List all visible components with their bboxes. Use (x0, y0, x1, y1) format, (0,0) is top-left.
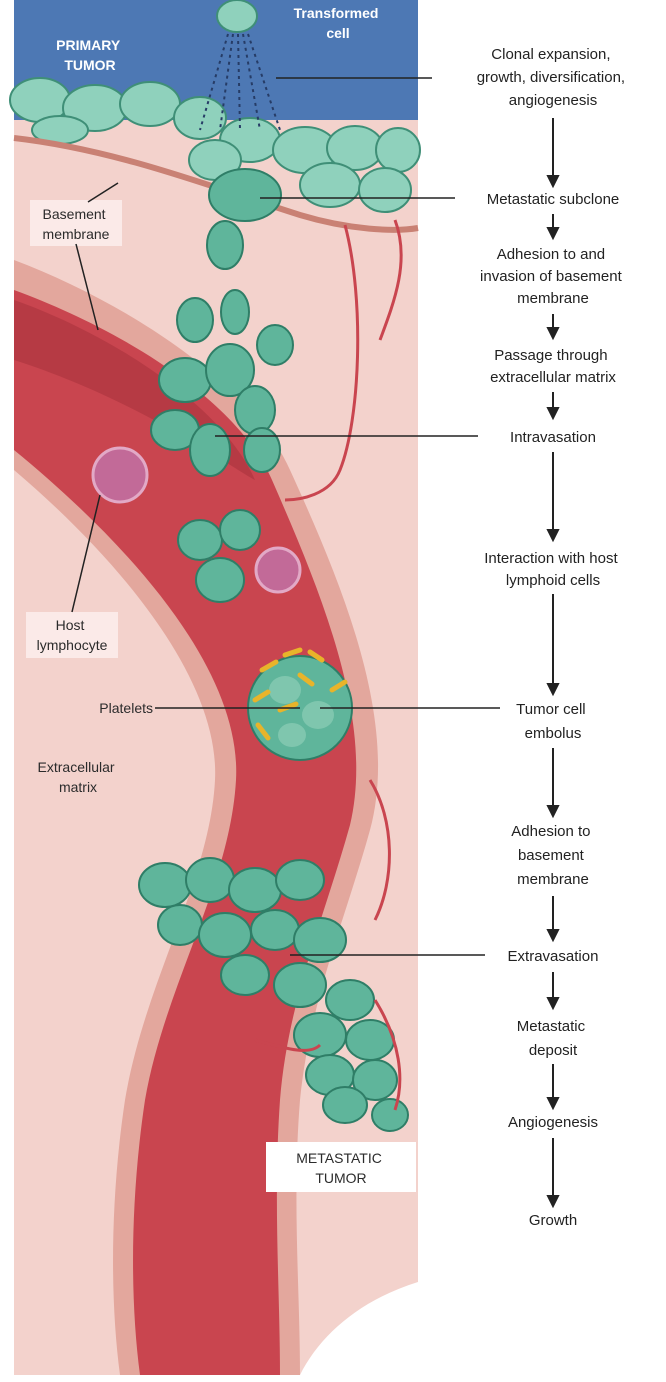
step-extravasation: Extravasation (508, 948, 599, 965)
label-host-lymphocyte-line-2: lymphocyte (37, 637, 108, 653)
step-metastatic-deposit-line-1: Metastatic (517, 1018, 586, 1035)
step-adhesion-basement: Adhesion to basement membrane (511, 823, 594, 888)
label-primary-tumor-line-1: PRIMARY (56, 37, 121, 53)
label-transformed-cell-line-1: Transformed (294, 5, 379, 21)
host-lymphocyte-cell-2 (256, 548, 300, 592)
step-tumor-cell-embolus-line-2: embolus (525, 725, 582, 742)
step-passage-ecm: Passage through extracellular matrix (490, 347, 616, 386)
label-extracellular-matrix-line-2: matrix (59, 779, 97, 795)
step-clonal-expansion-line-3: angiogenesis (509, 92, 597, 109)
step-metastatic-deposit: Metastatic deposit (517, 1018, 590, 1059)
step-intravasation: Intravasation (510, 429, 596, 446)
step-clonal-expansion: Clonal expansion, growth, diversificatio… (477, 46, 630, 109)
step-adhesion-basement-line-3: membrane (517, 871, 589, 888)
step-tumor-cell-embolus-line-1: Tumor cell (516, 701, 585, 718)
transformed-cell (217, 0, 257, 32)
step-interaction-lymphoid-line-1: Interaction with host (484, 550, 618, 567)
label-platelets-line-1: Platelets (99, 700, 153, 716)
step-metastatic-subclone: Metastatic subclone (487, 191, 620, 208)
step-adhesion-invasion: Adhesion to and invasion of basement mem… (480, 246, 626, 307)
label-basement-membrane-line-1: Basement (43, 206, 106, 222)
step-angiogenesis-line-1: Angiogenesis (508, 1114, 598, 1131)
label-metastatic-tumor-line-1: METASTATIC (296, 1150, 382, 1166)
step-passage-ecm-line-2: extracellular matrix (490, 369, 616, 386)
step-clonal-expansion-line-2: growth, diversification, (477, 69, 625, 86)
step-extravasation-line-1: Extravasation (508, 948, 599, 965)
step-growth-line-1: Growth (529, 1212, 577, 1229)
label-basement-membrane-line-2: membrane (43, 226, 110, 242)
step-adhesion-invasion-line-3: membrane (517, 290, 589, 307)
step-adhesion-invasion-line-1: Adhesion to and (497, 246, 605, 263)
step-interaction-lymphoid: Interaction with host lymphoid cells (484, 550, 622, 589)
step-adhesion-invasion-line-2: invasion of basement (480, 268, 623, 285)
step-passage-ecm-line-1: Passage through (494, 347, 607, 364)
step-interaction-lymphoid-line-2: lymphoid cells (506, 572, 600, 589)
host-lymphocyte-cell (93, 448, 147, 502)
step-adhesion-basement-line-1: Adhesion to (511, 823, 590, 840)
label-metastatic-tumor-line-2: TUMOR (315, 1170, 366, 1186)
label-primary-tumor-line-2: TUMOR (64, 57, 115, 73)
step-growth: Growth (529, 1212, 577, 1229)
step-intravasation-line-1: Intravasation (510, 429, 596, 446)
label-transformed-cell-line-2: cell (326, 25, 349, 41)
step-tumor-cell-embolus: Tumor cell embolus (516, 701, 590, 742)
label-platelets: Platelets (99, 700, 153, 716)
step-angiogenesis: Angiogenesis (508, 1114, 598, 1131)
label-extracellular-matrix-line-1: Extracellular (38, 759, 115, 775)
label-host-lymphocyte-line-1: Host (56, 617, 85, 633)
step-metastatic-subclone-line-1: Metastatic subclone (487, 191, 620, 208)
step-clonal-expansion-line-1: Clonal expansion, (491, 46, 610, 63)
step-adhesion-basement-line-2: basement (518, 847, 585, 864)
step-metastatic-deposit-line-2: deposit (529, 1042, 578, 1059)
